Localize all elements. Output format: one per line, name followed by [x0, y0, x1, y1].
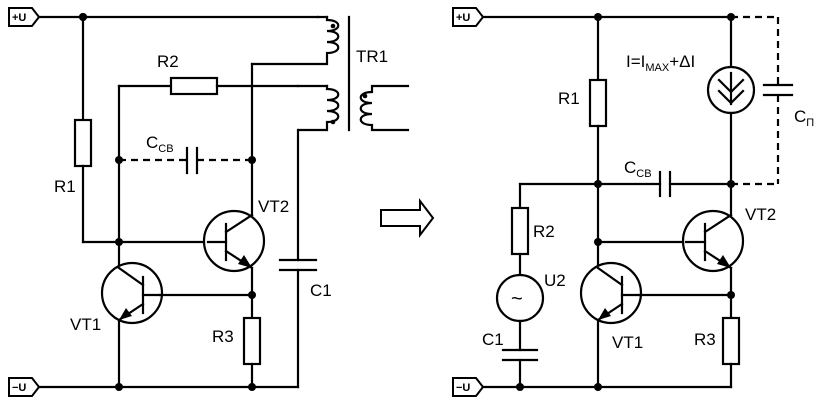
right-circuit: +U −U R1 CCB R2 — [452, 7, 814, 397]
left-circuit: +U −U TR1 R1 R2 — [8, 7, 410, 397]
right-r1-resistor — [588, 78, 608, 128]
right-ccb-label: CCB — [624, 158, 652, 180]
right-rail-neg-terminal: −U — [452, 377, 485, 397]
right-r2-label: R2 — [533, 222, 555, 241]
right-u2-ac-source: ~ — [495, 273, 545, 323]
svg-text:−U: −U — [456, 382, 470, 394]
left-vt1-label: VT1 — [70, 315, 101, 334]
left-r2-resistor — [169, 76, 219, 96]
right-u2-label: U2 — [544, 271, 566, 290]
right-vt2-transistor — [681, 209, 745, 273]
left-r3-label: R3 — [212, 327, 234, 346]
right-r3-resistor — [721, 316, 741, 366]
left-transformer-primary-top — [250, 15, 340, 66]
right-r2-resistor — [510, 206, 530, 256]
left-vt2-transistor — [202, 209, 266, 273]
svg-text:+U: +U — [456, 12, 470, 24]
left-transformer-secondary — [359, 84, 410, 132]
right-c1-label: C1 — [482, 330, 504, 349]
left-vt2-label: VT2 — [258, 197, 289, 216]
right-current-label: I=IMAX+ΔI — [626, 52, 695, 74]
right-rail-pos-terminal: +U — [452, 7, 485, 27]
left-vt1-transistor — [100, 261, 164, 325]
svg-text:+U: +U — [12, 12, 26, 24]
left-r1-resistor — [73, 118, 93, 168]
right-r1-label: R1 — [558, 89, 580, 108]
equivalence-arrow-icon — [380, 198, 435, 238]
svg-text:−U: −U — [12, 382, 26, 394]
left-ccb-label: CCB — [146, 133, 174, 155]
svg-text:~: ~ — [511, 288, 523, 310]
right-cp-label: CП — [794, 107, 814, 129]
left-c1-label: C1 — [310, 281, 332, 300]
right-current-source-icon — [706, 65, 756, 115]
right-r3-label: R3 — [694, 330, 716, 349]
right-vt1-label: VT1 — [612, 333, 643, 352]
right-vt2-label: VT2 — [745, 205, 776, 224]
left-r1-label: R1 — [54, 177, 76, 196]
left-rail-neg-terminal: −U — [8, 377, 41, 397]
right-vt1-transistor — [579, 261, 643, 325]
left-transformer-primary-bottom — [297, 84, 340, 132]
left-r2-label: R2 — [157, 52, 179, 71]
left-rail-pos-terminal: +U — [8, 7, 41, 27]
left-r3-resistor — [242, 316, 262, 366]
left-transformer-label: TR1 — [356, 47, 388, 66]
